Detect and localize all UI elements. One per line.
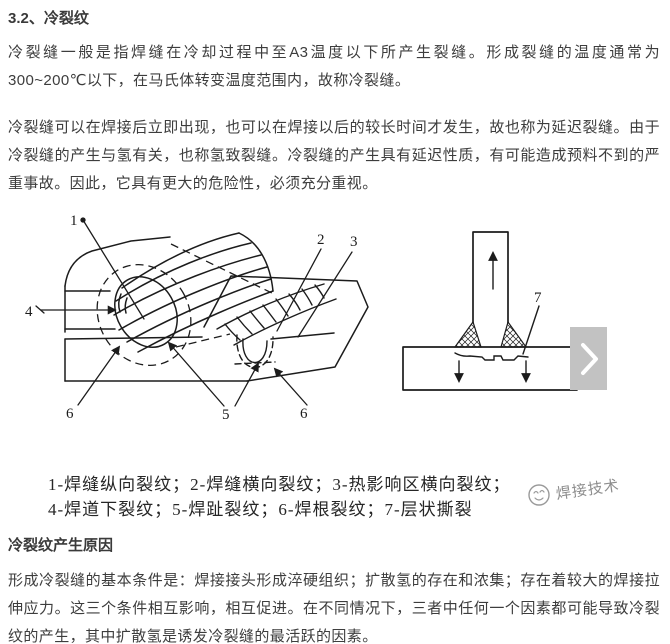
figure-caption: 1-焊缝纵向裂纹；2-焊缝横向裂纹；3-热影响区横向裂纹； 4-焊道下裂纹；5-…	[48, 472, 608, 522]
section-title: 3.2、冷裂纹	[8, 10, 89, 27]
chevron-right-icon	[580, 342, 598, 375]
figure-caption-line2: 4-焊道下裂纹；5-焊趾裂纹；6-焊根裂纹；7-层状撕裂	[48, 500, 473, 519]
paragraph-delayed-crack: 冷裂缝可以在焊接后立即出现，也可以在焊接以后的较长时间才发生，故也称为延迟裂缝。…	[8, 119, 660, 192]
small-weld-bead	[216, 283, 337, 369]
lamellar-tear-diagram: 7	[402, 231, 578, 391]
lamellar-crack	[454, 352, 529, 361]
stress-arrows	[454, 251, 540, 383]
figure-cold-crack-types: 1 2 3 4 5 6 6	[8, 206, 660, 524]
watermark: 焊接技术	[527, 477, 657, 514]
diagram-label-5: 5	[222, 407, 230, 423]
diagram-label-6-right: 6	[300, 406, 308, 422]
diagram-label-7: 7	[534, 290, 542, 306]
diagram-label-3: 3	[350, 234, 358, 250]
diagram-label-4: 4	[25, 304, 33, 320]
watermark-logo-icon	[528, 484, 550, 506]
paragraph-cause: 形成冷裂缝的基本条件是：焊接接头形成淬硬组织；扩散氢的存在和浓集；存在着较大的焊…	[8, 572, 660, 644]
fillet-welds	[453, 320, 528, 348]
diagram-label-2: 2	[317, 232, 325, 248]
figure-caption-line1: 1-焊缝纵向裂纹；2-焊缝横向裂纹；3-热影响区横向裂纹；	[48, 475, 511, 494]
diagram-label-1: 1	[70, 213, 78, 229]
carousel-next-button[interactable]	[570, 327, 607, 390]
leader-lines	[35, 217, 353, 407]
paragraph-definition: 冷裂缝一般是指焊缝在冷却过程中至A3温度以下所产生裂缝。形成裂缝的温度通常为30…	[8, 44, 660, 89]
diagram-label-6-left: 6	[66, 406, 74, 422]
t-joint-plates	[402, 231, 578, 391]
weld-crack-types-diagram: 1 2 3 4 5 6 6	[25, 213, 369, 423]
cause-heading: 冷裂纹产生原因	[8, 537, 114, 554]
dashed-haz-outline	[96, 243, 275, 366]
